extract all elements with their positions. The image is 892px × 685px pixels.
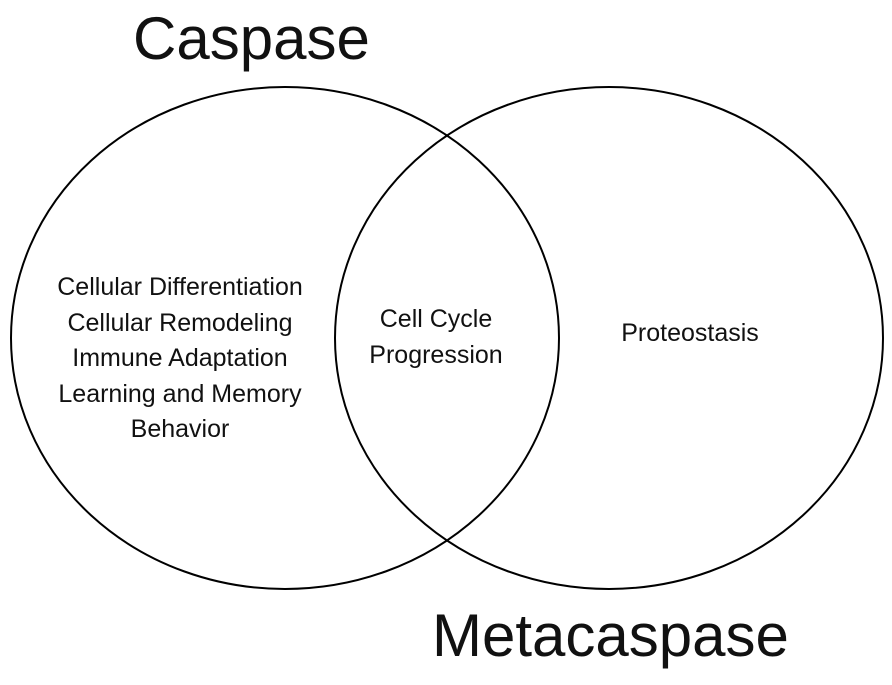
caspase-only-region: Cellular Differentiation Cellular Remode… <box>20 270 340 448</box>
caspase-circle <box>10 86 560 590</box>
caspase-function-item: Learning and Memory <box>58 379 302 408</box>
caspase-function-item: Cellular Differentiation <box>57 273 303 301</box>
caspase-title: Caspase <box>133 5 370 72</box>
metacaspase-circle <box>334 86 884 590</box>
metacaspase-function-item: Proteostasis <box>621 319 759 347</box>
caspase-function-item: Cellular Remodeling <box>67 308 293 337</box>
metacaspase-only-region: Proteostasis <box>600 316 780 352</box>
metacaspase-title: Metacaspase <box>432 602 789 669</box>
shared-function-item: Cell Cycle <box>379 305 493 333</box>
shared-function-item: Progression <box>369 340 503 369</box>
shared-region: Cell Cycle Progression <box>338 302 534 373</box>
caspase-function-item: Immune Adaptation <box>72 344 288 372</box>
caspase-function-item: Behavior <box>130 415 230 443</box>
